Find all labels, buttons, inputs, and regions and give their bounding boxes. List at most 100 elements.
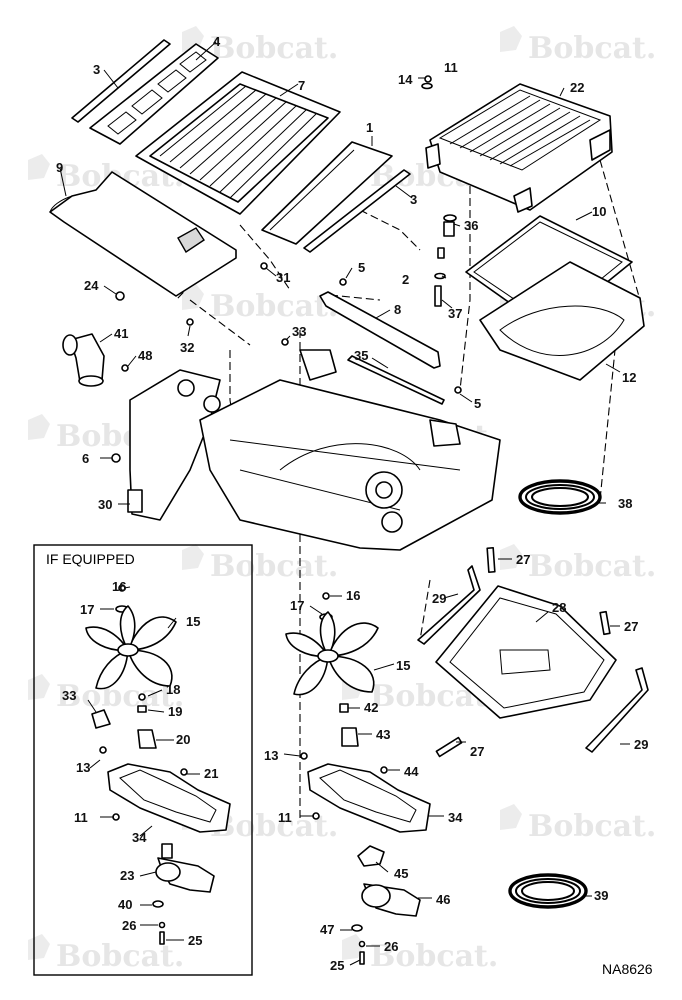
watermark-15: Bobcat. [28, 934, 184, 974]
part-36-grommet-body [443, 221, 455, 237]
part-32-screw [186, 318, 194, 326]
fan-blade [319, 611, 336, 657]
callout-16: 16 [112, 579, 126, 594]
callout-20: 20 [176, 732, 190, 747]
watermark-text: Bobcat. [210, 289, 338, 324]
watermark-9: Bobcat. [182, 544, 338, 584]
part-34-mount-plate [307, 763, 431, 833]
part-33-clip [91, 709, 111, 729]
watermark-10: Bobcat. [500, 544, 656, 584]
callout-numbers: 1 2 3 3 4 5 5 6 7 8 9 10 11 11 11 12 13 … [56, 34, 648, 973]
part-42-spacer [339, 703, 349, 713]
watermark-2: Bobcat. [500, 26, 656, 66]
callout-11: 11 [444, 60, 458, 75]
part-28-tray-cover [435, 585, 617, 719]
main-fan-assembly [285, 592, 431, 965]
drawing-number: NA8626 [602, 961, 653, 977]
watermark-1: Bobcat. [182, 26, 338, 66]
part-38-hose-coil [518, 479, 602, 515]
callout-27: 27 [624, 619, 638, 634]
callout-13: 13 [264, 748, 278, 763]
callout-19: 19 [168, 704, 182, 719]
part-22-heater-core [425, 83, 613, 213]
callout-45: 45 [394, 866, 408, 881]
watermark-text: Bobcat. [528, 549, 656, 584]
fan-blade [127, 649, 173, 687]
callout-47: 47 [320, 922, 334, 937]
part-26-washer [158, 921, 166, 929]
bobcat-logo-icon [500, 544, 522, 570]
part-40-washer [152, 900, 164, 908]
callout-30: 30 [98, 497, 112, 512]
callout-41: 41 [114, 326, 128, 341]
bobcat-logo-icon [500, 804, 522, 830]
watermark-5: Bobcat. [182, 284, 338, 324]
callout-33: 33 [292, 324, 306, 339]
part-24-screw [115, 291, 125, 301]
callout-7: 7 [298, 78, 305, 93]
part-14-washer [421, 82, 433, 90]
callout-15: 15 [396, 658, 410, 673]
bobcat-logo-icon [28, 934, 50, 960]
fan-hub [317, 649, 339, 663]
part-29-rail-right [585, 667, 649, 753]
watermark-14: Bobcat. [500, 804, 656, 844]
callout-16: 16 [346, 588, 360, 603]
part-2-washer [434, 272, 446, 280]
watermark-text: Bobcat. [370, 939, 498, 974]
callout-39: 39 [594, 888, 608, 903]
part-6-plug [111, 453, 121, 463]
part-26-washer [358, 940, 366, 948]
fan-blade [127, 616, 177, 651]
part-43-coupler [341, 727, 359, 747]
fan-blade [85, 626, 129, 652]
part-47-washer [351, 924, 363, 932]
callout-10: 10 [592, 204, 606, 219]
mount-plate-cutout [319, 769, 417, 823]
part-27-bolts [435, 547, 611, 758]
callout-2: 2 [402, 272, 409, 287]
cab-frame [111, 349, 501, 551]
part-13-screw [300, 752, 308, 760]
bobcat-logo-icon [28, 674, 50, 700]
leader-lines [59, 41, 630, 966]
motor-shaft [161, 843, 173, 859]
callout-29: 29 [432, 591, 446, 606]
callout-4: 4 [213, 34, 221, 49]
callout-6: 6 [82, 451, 89, 466]
bobcat-logo-icon [500, 26, 522, 52]
part-41-duct-elbow [62, 333, 105, 387]
callout-8: 8 [394, 302, 401, 317]
callout-33: 33 [62, 688, 76, 703]
callout-9: 9 [56, 160, 63, 175]
callout-3: 3 [410, 192, 417, 207]
callout-12: 12 [622, 370, 636, 385]
callout-42: 42 [364, 700, 378, 715]
callout-34: 34 [448, 810, 463, 825]
watermark-text: Bobcat. [528, 31, 656, 66]
watermark-text: Bobcat. [56, 939, 184, 974]
fan-hub [117, 643, 139, 657]
bobcat-logo-icon [342, 934, 364, 960]
fan-blade [285, 632, 329, 658]
part-4-grille-frame [89, 43, 219, 145]
watermark-16: Bobcat. [342, 934, 498, 974]
callout-26: 26 [384, 939, 398, 954]
callout-21: 21 [204, 766, 218, 781]
part-9-lower-cover [49, 171, 237, 297]
hardware-top-right [115, 75, 462, 394]
callout-35: 35 [354, 348, 368, 363]
callout-18: 18 [166, 682, 180, 697]
part-25-bolt [159, 931, 165, 945]
callout-25: 25 [188, 933, 202, 948]
part-18-nut [138, 693, 146, 701]
callout-46: 46 [436, 892, 450, 907]
callout-22: 22 [570, 80, 584, 95]
part-13-screw [99, 746, 107, 754]
part-3-seal-strip-left [71, 39, 171, 123]
callout-27: 27 [470, 744, 484, 759]
callout-17: 17 [290, 598, 304, 613]
fan-blade [119, 605, 136, 651]
